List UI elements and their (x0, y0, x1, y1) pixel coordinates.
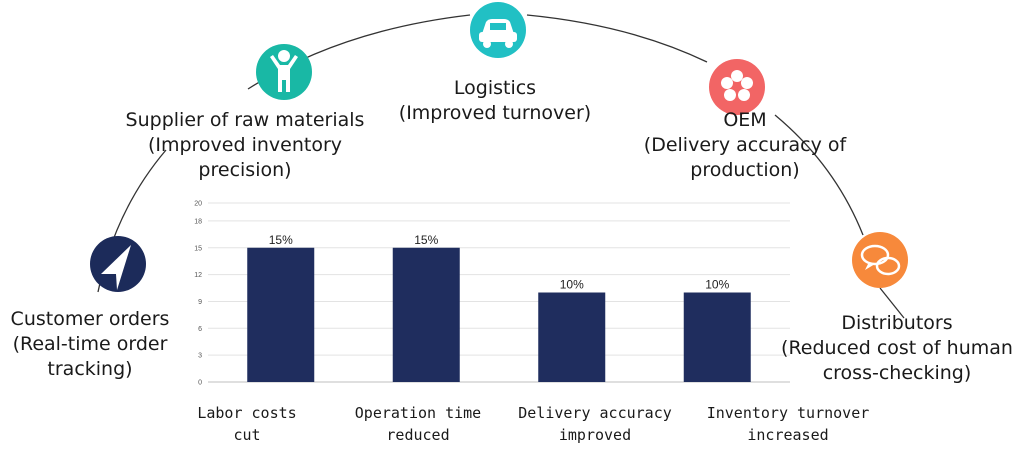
stage-label-distributors: Distributors (Reduced cost of human cros… (770, 311, 1024, 386)
chat-bubbles-icon (852, 232, 908, 288)
stage-subtitle: (Improved turnover) (398, 102, 592, 124)
stage-label-supplier: Supplier of raw materials (Improved inve… (110, 108, 380, 183)
data-label: 10% (705, 278, 729, 292)
bar (538, 292, 606, 382)
flower-icon (709, 59, 765, 115)
stage-label-oem: OEM (Delivery accuracy of production) (625, 108, 865, 183)
stage-title: Distributors (841, 312, 953, 334)
y-tick-label: 6 (198, 326, 202, 333)
stage-subtitle: (Delivery accuracy of (643, 134, 847, 156)
data-label: 15% (269, 233, 293, 247)
y-tick-label: 9 (198, 299, 202, 306)
bar (683, 292, 751, 382)
y-tick-label: 18 (194, 218, 202, 225)
category-label: Delivery accuracy improved (495, 402, 695, 446)
navigation-arrow-icon (90, 236, 146, 292)
data-label: 15% (414, 233, 438, 247)
person-icon (256, 44, 312, 100)
stage-subtitle: production) (690, 159, 800, 181)
stage-subtitle: tracking) (47, 358, 133, 380)
y-tick-label: 12 (194, 272, 202, 279)
stage-subtitle: (Real-time order (12, 333, 168, 355)
y-axis: 0 3 6 9 12 15 18 20 (194, 201, 202, 387)
chart-data-labels: 15% 15% 10% 10% (269, 233, 730, 292)
bar (392, 247, 460, 382)
category-label-line: Inventory turnover (706, 404, 870, 422)
stage-label-logistics: Logistics (Improved turnover) (385, 76, 605, 126)
stage-subtitle: cross-checking) (822, 362, 972, 384)
car-icon (470, 2, 526, 58)
stage-title: OEM (723, 109, 767, 131)
stage-title: Supplier of raw materials (125, 109, 365, 131)
category-label-line: Labor costs (197, 404, 297, 422)
category-label: Operation time reduced (322, 402, 514, 446)
stage-title: Customer orders (10, 308, 170, 330)
stage-label-customer: Customer orders (Real-time order trackin… (2, 307, 178, 382)
stage-subtitle: (Improved inventory (147, 134, 343, 156)
category-label-line: improved (558, 426, 632, 444)
category-label-line: reduced (386, 426, 450, 444)
y-tick-label: 0 (198, 380, 202, 387)
bar-chart: 0 3 6 9 12 15 18 20 15% 15% 10% 10% (194, 201, 790, 387)
category-label-line: Operation time (354, 404, 482, 422)
category-label: Inventory turnover increased (688, 402, 888, 446)
category-label-line: Delivery accuracy (518, 404, 672, 422)
y-tick-label: 3 (198, 353, 202, 360)
data-label: 10% (560, 278, 584, 292)
chart-bars (247, 247, 751, 382)
bar (247, 247, 315, 382)
stage-title: Logistics (453, 77, 537, 99)
y-tick-label: 20 (194, 201, 202, 208)
stage-subtitle: (Reduced cost of human (781, 337, 1013, 359)
category-label-line: cut (233, 426, 261, 444)
category-label-line: increased (747, 426, 829, 444)
y-tick-label: 15 (194, 245, 202, 252)
stage-subtitle: precision) (198, 159, 292, 181)
category-label: Labor costs cut (165, 402, 329, 446)
